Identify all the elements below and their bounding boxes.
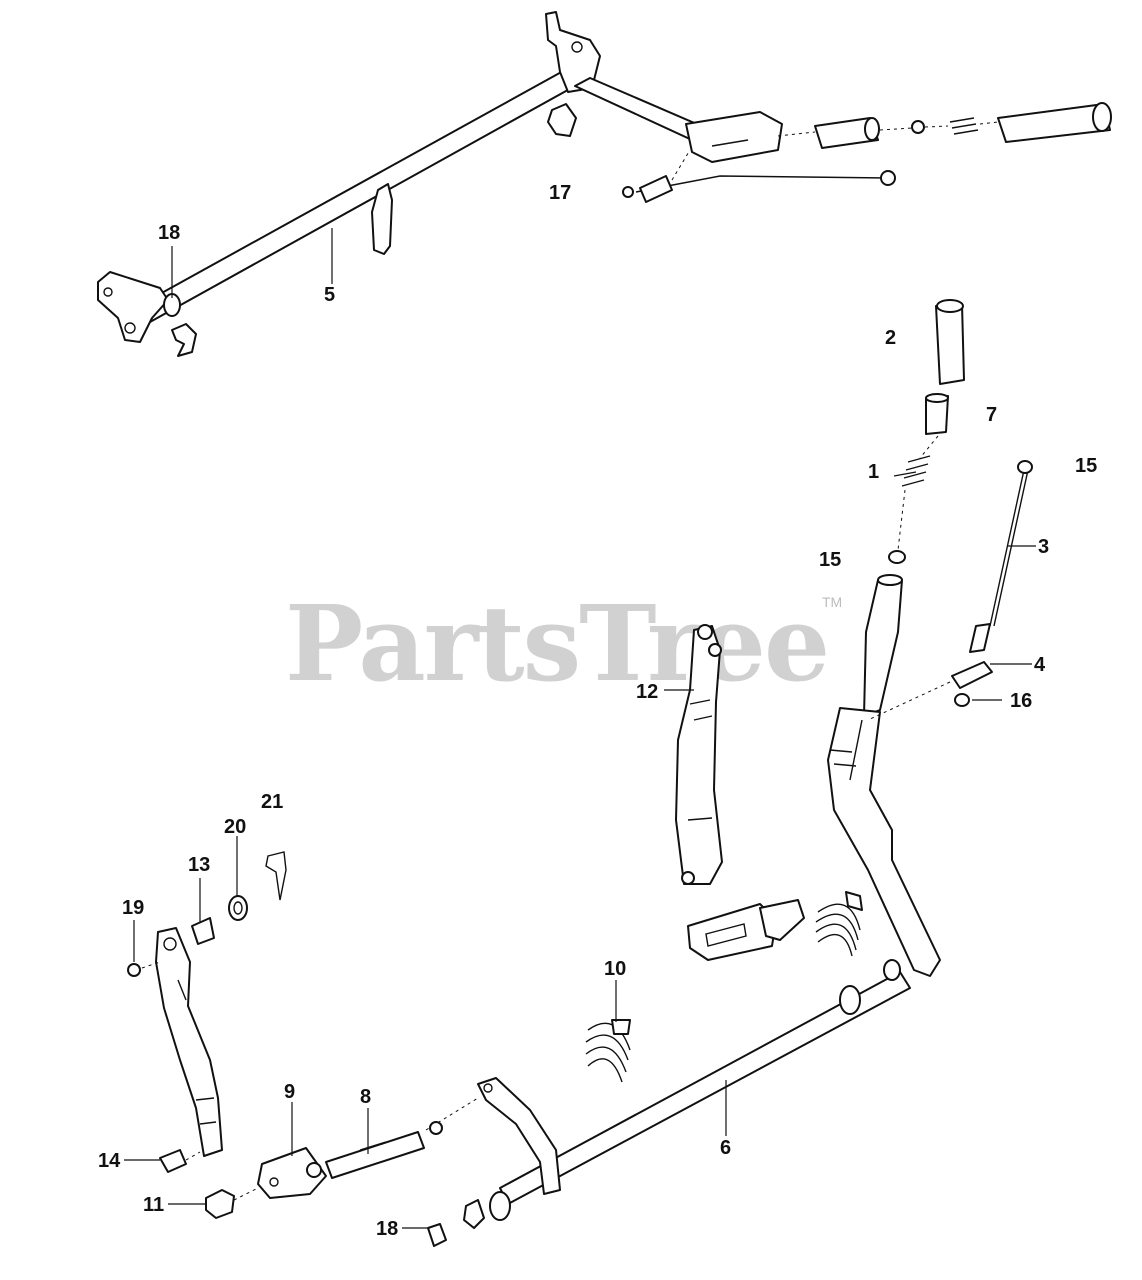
callout-16: 16 <box>1010 690 1033 712</box>
callout-5: 5 <box>324 284 336 306</box>
callout-19: 19 <box>122 897 145 919</box>
callout-18-bottom: 18 <box>376 1218 399 1240</box>
callout-17: 17 <box>549 182 572 204</box>
callout-10: 10 <box>604 958 627 980</box>
callout-11: 11 <box>143 1194 165 1216</box>
callout-13: 13 <box>188 854 211 876</box>
callout-8: 8 <box>360 1086 372 1108</box>
callout-7: 7 <box>986 404 998 426</box>
right-shift-lever-assembly <box>827 299 1033 977</box>
lower-left-link-assembly <box>127 851 287 1173</box>
callout-1: 1 <box>868 461 880 483</box>
callout-15-top: 15 <box>1075 455 1098 477</box>
callout-12: 12 <box>636 681 659 703</box>
callout-14: 14 <box>98 1150 121 1172</box>
trademark-mark: TM <box>822 594 843 610</box>
callout-21: 21 <box>261 791 284 813</box>
callout-2: 2 <box>885 327 897 349</box>
callout-9: 9 <box>284 1081 296 1103</box>
center-arm-assembly <box>675 624 723 885</box>
leader-lines <box>124 228 1036 1229</box>
callout-20: 20 <box>224 816 247 838</box>
callout-15-bottom: 15 <box>819 549 842 571</box>
top-lift-rod-assembly <box>97 11 1112 357</box>
callout-6: 6 <box>720 1137 732 1159</box>
bottom-lift-rod-assembly <box>205 891 911 1247</box>
callout-18-top: 18 <box>158 222 181 244</box>
partstree-watermark: PartsTree <box>285 582 830 705</box>
callout-3: 3 <box>1038 536 1050 558</box>
callout-4: 4 <box>1034 654 1046 676</box>
